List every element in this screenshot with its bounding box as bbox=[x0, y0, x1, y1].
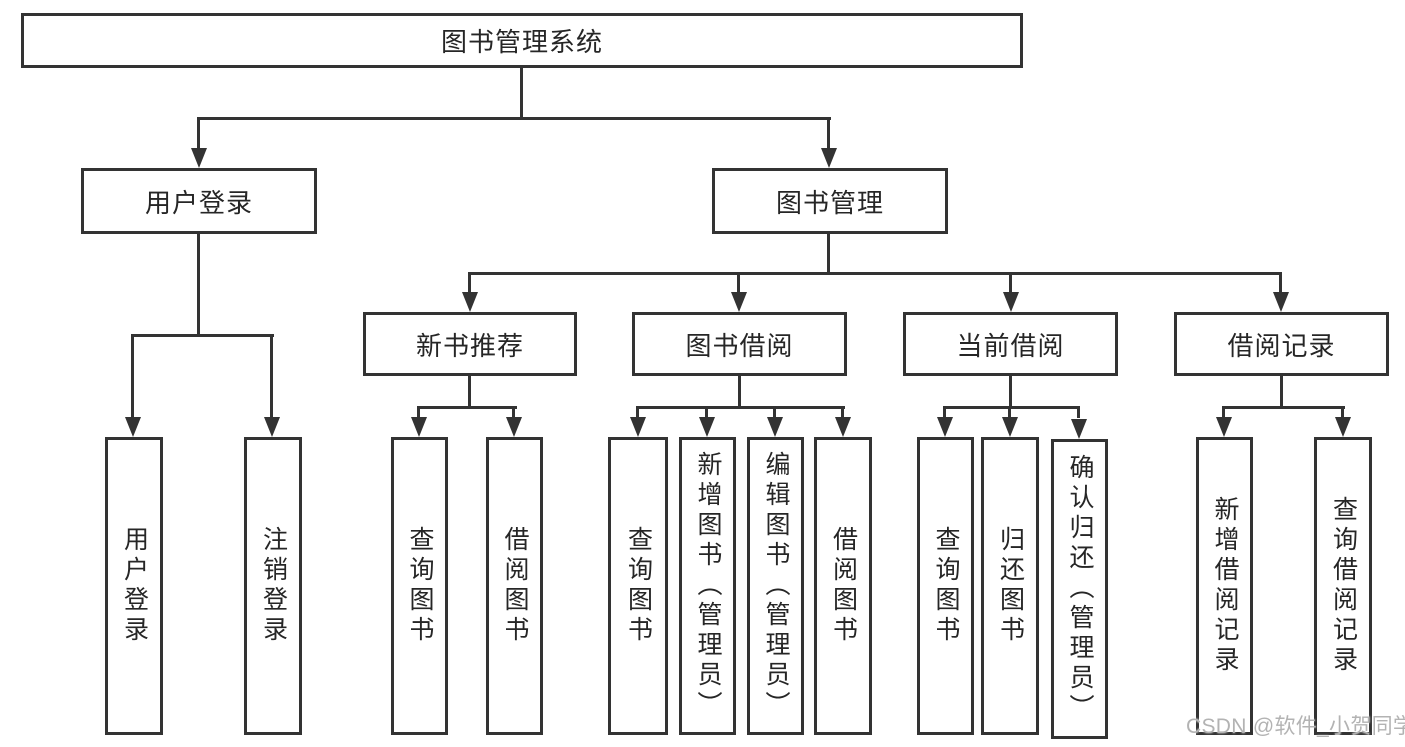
connector-line bbox=[468, 272, 471, 294]
leaf-edit-books-admin-label: 编辑图书（管理员） bbox=[762, 451, 790, 721]
connector-line bbox=[1279, 272, 1282, 294]
arrowhead-down-icon bbox=[731, 292, 747, 312]
arrowhead-down-icon bbox=[767, 417, 783, 437]
connector-line bbox=[827, 234, 830, 275]
connector-line bbox=[773, 406, 776, 418]
connector-line bbox=[636, 406, 845, 409]
connector-line bbox=[1009, 272, 1012, 294]
connector-line bbox=[131, 334, 274, 337]
node-new-book-recommend: 新书推荐 bbox=[363, 312, 577, 376]
leaf-confirm-return-admin: 确认归还（管理员） bbox=[1051, 439, 1108, 739]
watermark: CSDN @软件_小贺同学 bbox=[1186, 715, 1405, 738]
leaf-add-borrow-record-label: 新增借阅记录 bbox=[1211, 496, 1239, 676]
leaf-user-login: 用户登录 bbox=[105, 437, 163, 735]
connector-line bbox=[1280, 376, 1283, 409]
connector-line bbox=[841, 406, 844, 418]
connector-line bbox=[827, 117, 830, 150]
leaf-edit-books-admin: 编辑图书（管理员） bbox=[747, 437, 804, 735]
connector-line bbox=[468, 376, 471, 409]
arrowhead-down-icon bbox=[1071, 419, 1087, 439]
arrowhead-down-icon bbox=[699, 417, 715, 437]
leaf-borrow-books-1-label: 借阅图书 bbox=[501, 526, 529, 646]
node-book-borrow-label: 图书借阅 bbox=[685, 330, 794, 361]
leaf-logout-label: 注销登录 bbox=[259, 526, 288, 646]
arrowhead-down-icon bbox=[630, 417, 646, 437]
connector-line bbox=[512, 406, 515, 418]
arrowhead-down-icon bbox=[1002, 417, 1018, 437]
connector-line bbox=[468, 272, 1282, 275]
arrowhead-down-icon bbox=[411, 417, 427, 437]
arrowhead-down-icon bbox=[462, 292, 478, 312]
leaf-borrow-books-2: 借阅图书 bbox=[814, 437, 872, 735]
leaf-query-books-1: 查询图书 bbox=[391, 437, 448, 735]
connector-line bbox=[1009, 376, 1012, 409]
arrowhead-down-icon bbox=[506, 417, 522, 437]
arrowhead-down-icon bbox=[1273, 292, 1289, 312]
connector-line bbox=[1222, 406, 1225, 418]
node-book-management-label: 图书管理 bbox=[775, 187, 884, 218]
connector-line bbox=[131, 334, 134, 418]
leaf-borrow-books-2-label: 借阅图书 bbox=[829, 526, 858, 646]
arrowhead-down-icon bbox=[835, 417, 851, 437]
node-new-book-recommend-label: 新书推荐 bbox=[415, 330, 524, 361]
connector-line bbox=[270, 334, 273, 418]
connector-line bbox=[520, 68, 523, 120]
node-book-borrow: 图书借阅 bbox=[632, 312, 847, 376]
arrowhead-down-icon bbox=[264, 417, 280, 437]
leaf-query-books-2-label: 查询图书 bbox=[624, 526, 653, 646]
connector-line bbox=[705, 406, 708, 418]
connector-line bbox=[197, 117, 200, 150]
arrowhead-down-icon bbox=[1003, 292, 1019, 312]
arrowhead-down-icon bbox=[125, 417, 141, 437]
leaf-logout: 注销登录 bbox=[244, 437, 302, 735]
connector-line bbox=[1077, 406, 1080, 418]
node-borrow-records-label: 借阅记录 bbox=[1227, 330, 1336, 361]
connector-line bbox=[737, 272, 740, 294]
connector-line bbox=[738, 376, 741, 409]
leaf-query-books-3: 查询图书 bbox=[917, 437, 974, 735]
node-book-management: 图书管理 bbox=[712, 168, 948, 234]
arrowhead-down-icon bbox=[937, 417, 953, 437]
node-user-login: 用户登录 bbox=[81, 168, 317, 234]
leaf-query-books-3-label: 查询图书 bbox=[932, 526, 960, 646]
leaf-return-books-label: 归还图书 bbox=[996, 526, 1025, 646]
arrowhead-down-icon bbox=[1216, 417, 1232, 437]
connector-line bbox=[1008, 406, 1011, 418]
node-borrow-records: 借阅记录 bbox=[1174, 312, 1389, 376]
leaf-confirm-return-admin-label: 确认归还（管理员） bbox=[1066, 454, 1094, 724]
connector-line bbox=[943, 406, 946, 418]
leaf-add-borrow-record: 新增借阅记录 bbox=[1196, 437, 1253, 735]
leaf-query-books-2: 查询图书 bbox=[608, 437, 668, 735]
leaf-user-login-label: 用户登录 bbox=[120, 526, 149, 646]
node-root-label: 图书管理系统 bbox=[440, 27, 603, 57]
connector-line bbox=[417, 406, 517, 409]
leaf-add-books-admin: 新增图书（管理员） bbox=[679, 437, 736, 735]
leaf-borrow-books-1: 借阅图书 bbox=[486, 437, 543, 735]
node-root: 图书管理系统 bbox=[21, 13, 1023, 68]
leaf-query-books-1-label: 查询图书 bbox=[406, 526, 434, 646]
connector-line bbox=[943, 406, 1080, 409]
connector-line bbox=[197, 117, 831, 120]
leaf-query-borrow-record: 查询借阅记录 bbox=[1314, 437, 1372, 735]
node-current-borrow: 当前借阅 bbox=[903, 312, 1118, 376]
connector-line bbox=[417, 406, 420, 418]
connector-line bbox=[636, 406, 639, 418]
arrowhead-down-icon bbox=[1335, 417, 1351, 437]
leaf-query-borrow-record-label: 查询借阅记录 bbox=[1329, 496, 1358, 676]
node-user-login-label: 用户登录 bbox=[144, 187, 253, 218]
connector-line bbox=[1341, 406, 1344, 418]
arrowhead-down-icon bbox=[191, 148, 207, 168]
connector-line bbox=[1222, 406, 1345, 409]
leaf-return-books: 归还图书 bbox=[981, 437, 1039, 735]
arrowhead-down-icon bbox=[821, 148, 837, 168]
leaf-add-books-admin-label: 新增图书（管理员） bbox=[694, 451, 722, 721]
connector-line bbox=[197, 234, 200, 337]
node-current-borrow-label: 当前借阅 bbox=[956, 330, 1065, 361]
